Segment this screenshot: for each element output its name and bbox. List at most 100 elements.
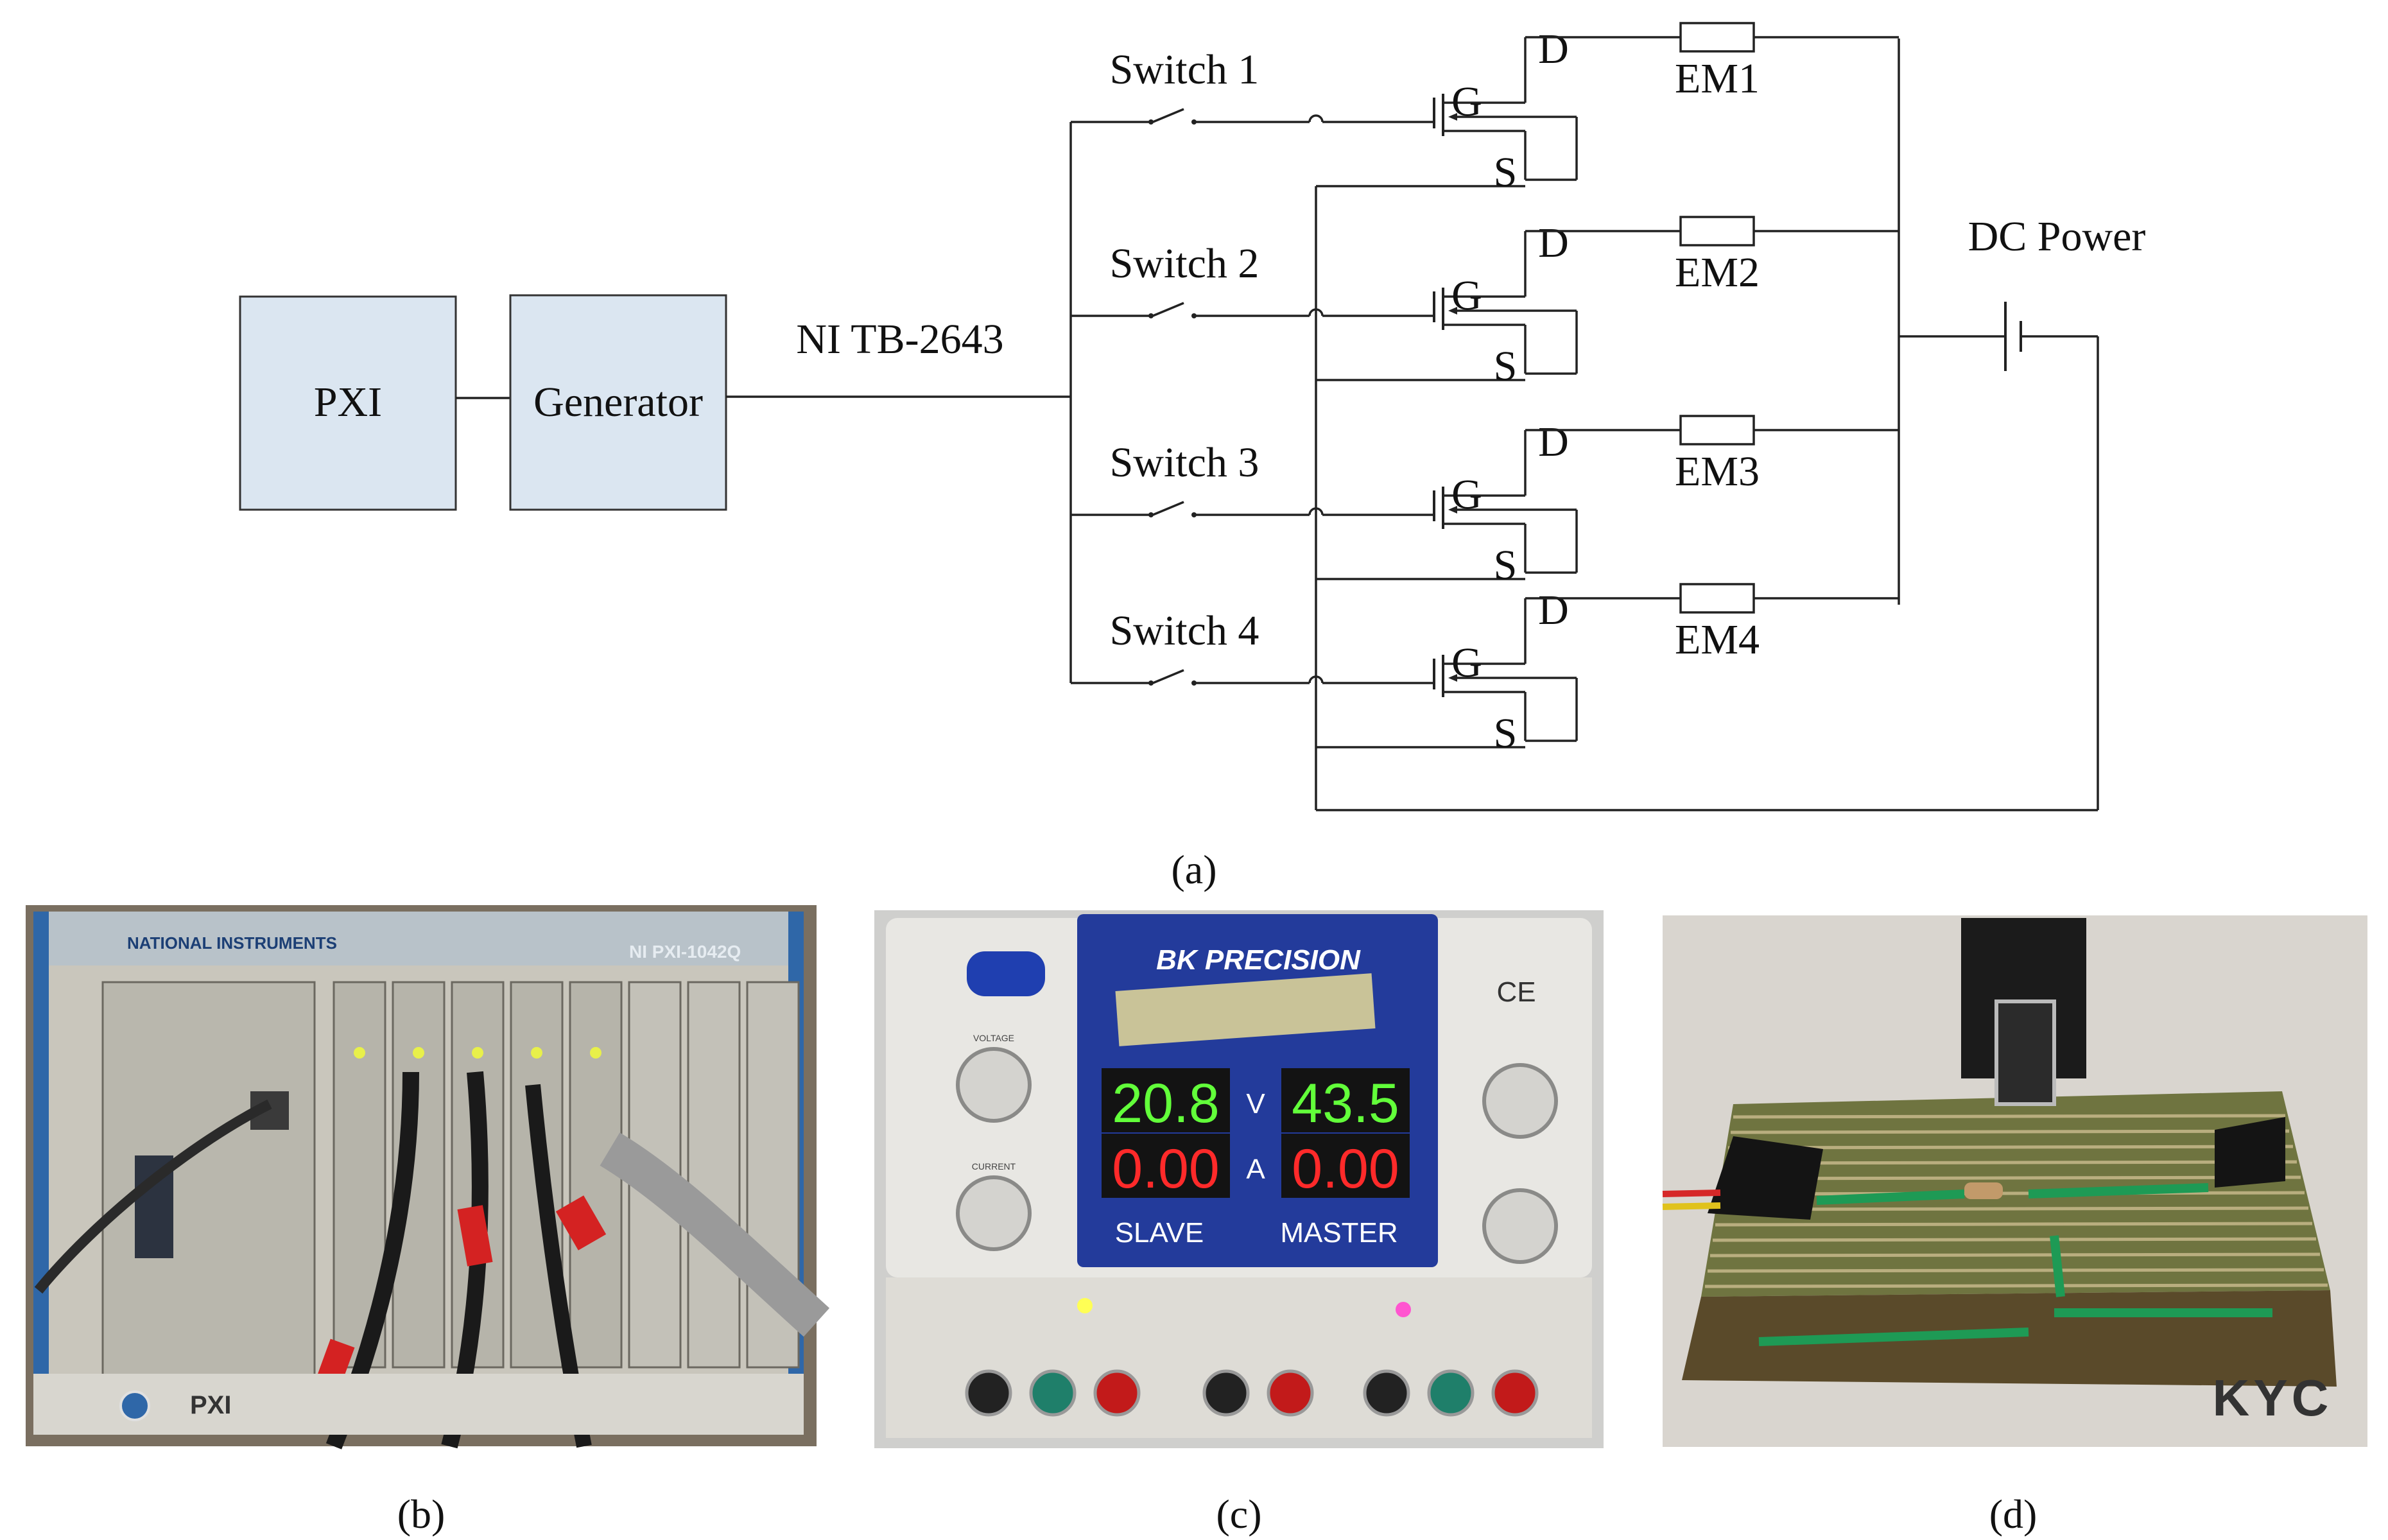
- pxi-block-label: PXI: [314, 379, 382, 426]
- pxi-block: [239, 295, 457, 511]
- red-tag-2: [555, 1195, 607, 1250]
- switch-contact-a: [1148, 512, 1154, 517]
- ethernet-cable: [34, 1099, 272, 1294]
- panel-a-schematic: PXI Generator NI TB-2643 DC Power Switch…: [239, 22, 2146, 892]
- switch-label: Switch 1: [1110, 46, 1259, 93]
- source-terminal-label: S: [1494, 542, 1518, 589]
- switch-contact-a: [1148, 313, 1154, 318]
- ribbon-cable: [600, 1132, 830, 1337]
- masking-tape-note: [1115, 973, 1376, 1046]
- panel-a-caption: (a): [1171, 847, 1216, 892]
- switch-label: Switch 4: [1110, 607, 1259, 654]
- cv-led-lit: [1396, 1302, 1411, 1317]
- master-voltage-knob: [1482, 1063, 1558, 1139]
- slave-current-knob: [956, 1175, 1032, 1251]
- copper-strip: [1717, 1206, 2309, 1211]
- master-current-display: [1281, 1134, 1410, 1198]
- red-wire: [1662, 1190, 1721, 1197]
- copper-strip: [1725, 1160, 2297, 1165]
- slave-current-display: [1102, 1134, 1230, 1198]
- pxi-chassis-top: [33, 912, 804, 965]
- dc-power-label: DC Power: [1968, 213, 2146, 260]
- master-voltage-display: [1281, 1068, 1410, 1132]
- panel-b-caption: (b): [397, 1491, 446, 1537]
- source-terminal-label: S: [1494, 710, 1518, 757]
- electromagnet-label: EM3: [1675, 448, 1760, 495]
- binding-post: [1491, 1369, 1539, 1417]
- mosfet-arrow: [1448, 506, 1457, 514]
- panel-b-photo: NATIONAL INSTRUMENTS NI PXI-1042Q PXI (b…: [26, 905, 830, 1537]
- ce-mark: CE: [1496, 976, 1536, 1008]
- cc-led-lit: [1077, 1298, 1093, 1313]
- channel-3: Switch 3 G D S EM3: [1071, 415, 1899, 589]
- drain-terminal-label: D: [1538, 419, 1569, 465]
- electromagnet-label: EM2: [1675, 249, 1760, 296]
- source-terminal-label: S: [1494, 343, 1518, 390]
- gate-terminal-label: G: [1451, 272, 1482, 319]
- switch-blade: [1152, 108, 1184, 123]
- switch-contact-b: [1191, 313, 1197, 318]
- binding-post: [1427, 1369, 1475, 1417]
- mosfet-arrow: [1448, 307, 1457, 315]
- gate-terminal-label: G: [1451, 639, 1482, 686]
- slave-voltage-display: [1102, 1068, 1230, 1132]
- copper-strip: [1730, 1129, 2290, 1134]
- wire-hop: [1308, 308, 1324, 316]
- gate-terminal-label: G: [1451, 471, 1482, 518]
- wire-hop: [1308, 675, 1324, 684]
- master-label: MASTER: [1280, 1217, 1397, 1249]
- switch-contact-b: [1191, 119, 1197, 125]
- panel-d-caption: (d): [1989, 1491, 2038, 1537]
- status-led: [590, 1047, 601, 1059]
- switch-contact-a: [1148, 680, 1154, 686]
- switch-label: Switch 3: [1110, 439, 1259, 486]
- electromagnet-coil: [1679, 216, 1755, 247]
- drain-terminal-label: D: [1538, 587, 1569, 634]
- pxi-model-label: NI PXI-1042Q: [629, 942, 741, 962]
- copper-strip: [1709, 1252, 2321, 1258]
- electromagnet-coil: [1679, 583, 1755, 614]
- green-jumper-4: [1758, 1328, 2029, 1346]
- copper-strips: [1704, 1114, 2328, 1288]
- panel-c-caption: (c): [1216, 1491, 1261, 1537]
- master-current-readout: 0.00: [1292, 1138, 1399, 1200]
- red-tag-1: [457, 1205, 493, 1267]
- copper-strip: [1720, 1191, 2305, 1196]
- slave-voltage-knob: [956, 1047, 1032, 1123]
- copper-strip: [1707, 1268, 2324, 1273]
- pxi-slot-module: [687, 981, 741, 1369]
- electromagnet-label: EM1: [1675, 55, 1760, 102]
- pxi-blue-trim: [33, 912, 49, 1435]
- switch-contact-b: [1191, 512, 1197, 517]
- switch-blade: [1152, 669, 1184, 684]
- binding-post: [965, 1369, 1012, 1417]
- switch-blade: [1152, 302, 1184, 317]
- mosfet-arrow: [1448, 674, 1457, 682]
- binding-post: [1202, 1369, 1250, 1417]
- slave-current-readout: 0.00: [1112, 1138, 1219, 1200]
- drain-terminal-label: D: [1538, 220, 1569, 266]
- volt-unit-label: V: [1246, 1088, 1265, 1120]
- gate-terminal-label: G: [1451, 78, 1482, 125]
- copper-strip: [1712, 1237, 2317, 1242]
- psu-power-button: [967, 951, 1045, 996]
- voltage-knob-label: VOLTAGE: [973, 1033, 1014, 1043]
- pxi-slot-module: [569, 981, 623, 1369]
- mosfet-arrow: [1448, 113, 1457, 121]
- pxi-chassis-label: PXI: [190, 1391, 231, 1419]
- bus-label: NI TB-2643: [796, 316, 1003, 363]
- current-knob-label: CURRENT: [972, 1161, 1016, 1172]
- panel-d-photo: KYC (d): [1662, 915, 2367, 1537]
- green-jumper-2: [2028, 1183, 2209, 1198]
- switch-contact-b: [1191, 680, 1197, 686]
- status-led: [531, 1047, 542, 1059]
- mosfet-body: [1994, 999, 2056, 1106]
- source-terminal-label: S: [1494, 149, 1518, 196]
- power-button: [119, 1390, 150, 1421]
- ni-brand-label: NATIONAL INSTRUMENTS: [127, 933, 337, 953]
- master-current-knob: [1482, 1188, 1558, 1264]
- copper-strip: [1733, 1114, 2286, 1119]
